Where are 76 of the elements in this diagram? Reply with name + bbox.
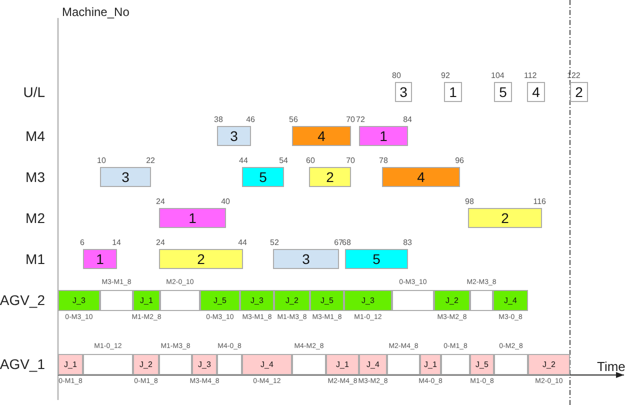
operation-bar: 5 bbox=[242, 167, 284, 187]
unload-box: 3 bbox=[395, 82, 412, 102]
end-time-label: 84 bbox=[403, 115, 412, 124]
unload-box: 1 bbox=[444, 82, 462, 102]
end-time-label: 70 bbox=[346, 156, 355, 165]
start-time-label: 60 bbox=[306, 156, 315, 165]
transport-segment: J_2 bbox=[528, 354, 570, 375]
start-time-label: 78 bbox=[379, 156, 388, 165]
transport-segment: J_1 bbox=[58, 354, 83, 375]
operation-bar: 2 bbox=[159, 249, 243, 269]
operation-bar: 2 bbox=[468, 208, 542, 228]
unload-box: 5 bbox=[494, 82, 512, 102]
transport-segment: J_3 bbox=[58, 290, 100, 311]
transport-segment: J_2 bbox=[133, 354, 159, 375]
operation-bar: 3 bbox=[273, 249, 339, 269]
end-time-label: 22 bbox=[146, 156, 155, 165]
end-time-label: 67 bbox=[334, 238, 343, 247]
row-label: M3 bbox=[26, 169, 45, 185]
end-time-label: 46 bbox=[246, 115, 255, 124]
row-label: M1 bbox=[26, 251, 45, 267]
transport-segment: J_3 bbox=[240, 290, 274, 311]
end-time-label: 96 bbox=[455, 156, 464, 165]
transport-segment: J_4 bbox=[493, 290, 528, 311]
start-time-label: 68 bbox=[342, 238, 351, 247]
operation-bar: 4 bbox=[292, 126, 351, 146]
transport-segment: J_1 bbox=[133, 290, 160, 311]
transport-segment: J_2 bbox=[274, 290, 310, 311]
start-time-label: 44 bbox=[239, 156, 248, 165]
transport-segment: J_1 bbox=[326, 354, 359, 375]
row-label: M2 bbox=[26, 210, 45, 226]
start-time-label: 80 bbox=[392, 71, 401, 80]
transport-segment: J_3 bbox=[344, 290, 392, 311]
end-time-label: 70 bbox=[346, 115, 355, 124]
end-time-label: 83 bbox=[403, 238, 412, 247]
axis-title: Machine_No bbox=[62, 5, 130, 19]
operation-bar: 2 bbox=[309, 167, 351, 187]
operation-bar: 3 bbox=[100, 167, 151, 187]
start-time-label: 24 bbox=[156, 197, 165, 206]
transport-segment: J_5 bbox=[470, 354, 494, 375]
end-time-label: 116 bbox=[533, 197, 546, 206]
operation-bar: 4 bbox=[382, 167, 460, 187]
transport-segment: J_3 bbox=[192, 354, 217, 375]
unload-box: 4 bbox=[527, 82, 545, 102]
start-time-label: 6 bbox=[80, 238, 84, 247]
start-time-label: 52 bbox=[270, 238, 279, 247]
transport-segment: J_1 bbox=[420, 354, 441, 375]
start-time-label: 98 bbox=[465, 197, 474, 206]
transport-segment: J_4 bbox=[359, 354, 387, 375]
end-time-label: 44 bbox=[238, 238, 247, 247]
operation-bar: 1 bbox=[83, 249, 117, 269]
start-time-label: 38 bbox=[214, 115, 223, 124]
transport-segment: J_5 bbox=[200, 290, 240, 311]
end-time-label: 40 bbox=[221, 197, 230, 206]
operation-bar: 1 bbox=[159, 208, 226, 228]
operation-bar: 1 bbox=[359, 126, 408, 146]
start-time-label: 104 bbox=[491, 71, 504, 80]
unload-box: 2 bbox=[570, 82, 588, 102]
row-label: AGV_1 bbox=[0, 356, 45, 372]
start-time-label: 92 bbox=[441, 71, 450, 80]
operation-bar: 3 bbox=[217, 126, 251, 146]
start-time-label: 112 bbox=[524, 71, 537, 80]
end-time-label: 14 bbox=[112, 238, 121, 247]
start-time-label: 10 bbox=[97, 156, 106, 165]
transport-segment: J_5 bbox=[310, 290, 344, 311]
transport-segment: J_4 bbox=[242, 354, 292, 375]
start-time-label: 122 bbox=[567, 71, 580, 80]
start-time-label: 24 bbox=[156, 238, 165, 247]
transport-segment: J_2 bbox=[434, 290, 470, 311]
row-label: M4 bbox=[26, 128, 45, 144]
axis-title: Time bbox=[597, 359, 626, 374]
row-label: U/L bbox=[23, 84, 45, 100]
start-time-label: 72 bbox=[356, 115, 365, 124]
end-time-label: 54 bbox=[279, 156, 288, 165]
start-time-label: 56 bbox=[289, 115, 298, 124]
operation-bar: 5 bbox=[345, 249, 408, 269]
row-label: AGV_2 bbox=[0, 292, 45, 308]
